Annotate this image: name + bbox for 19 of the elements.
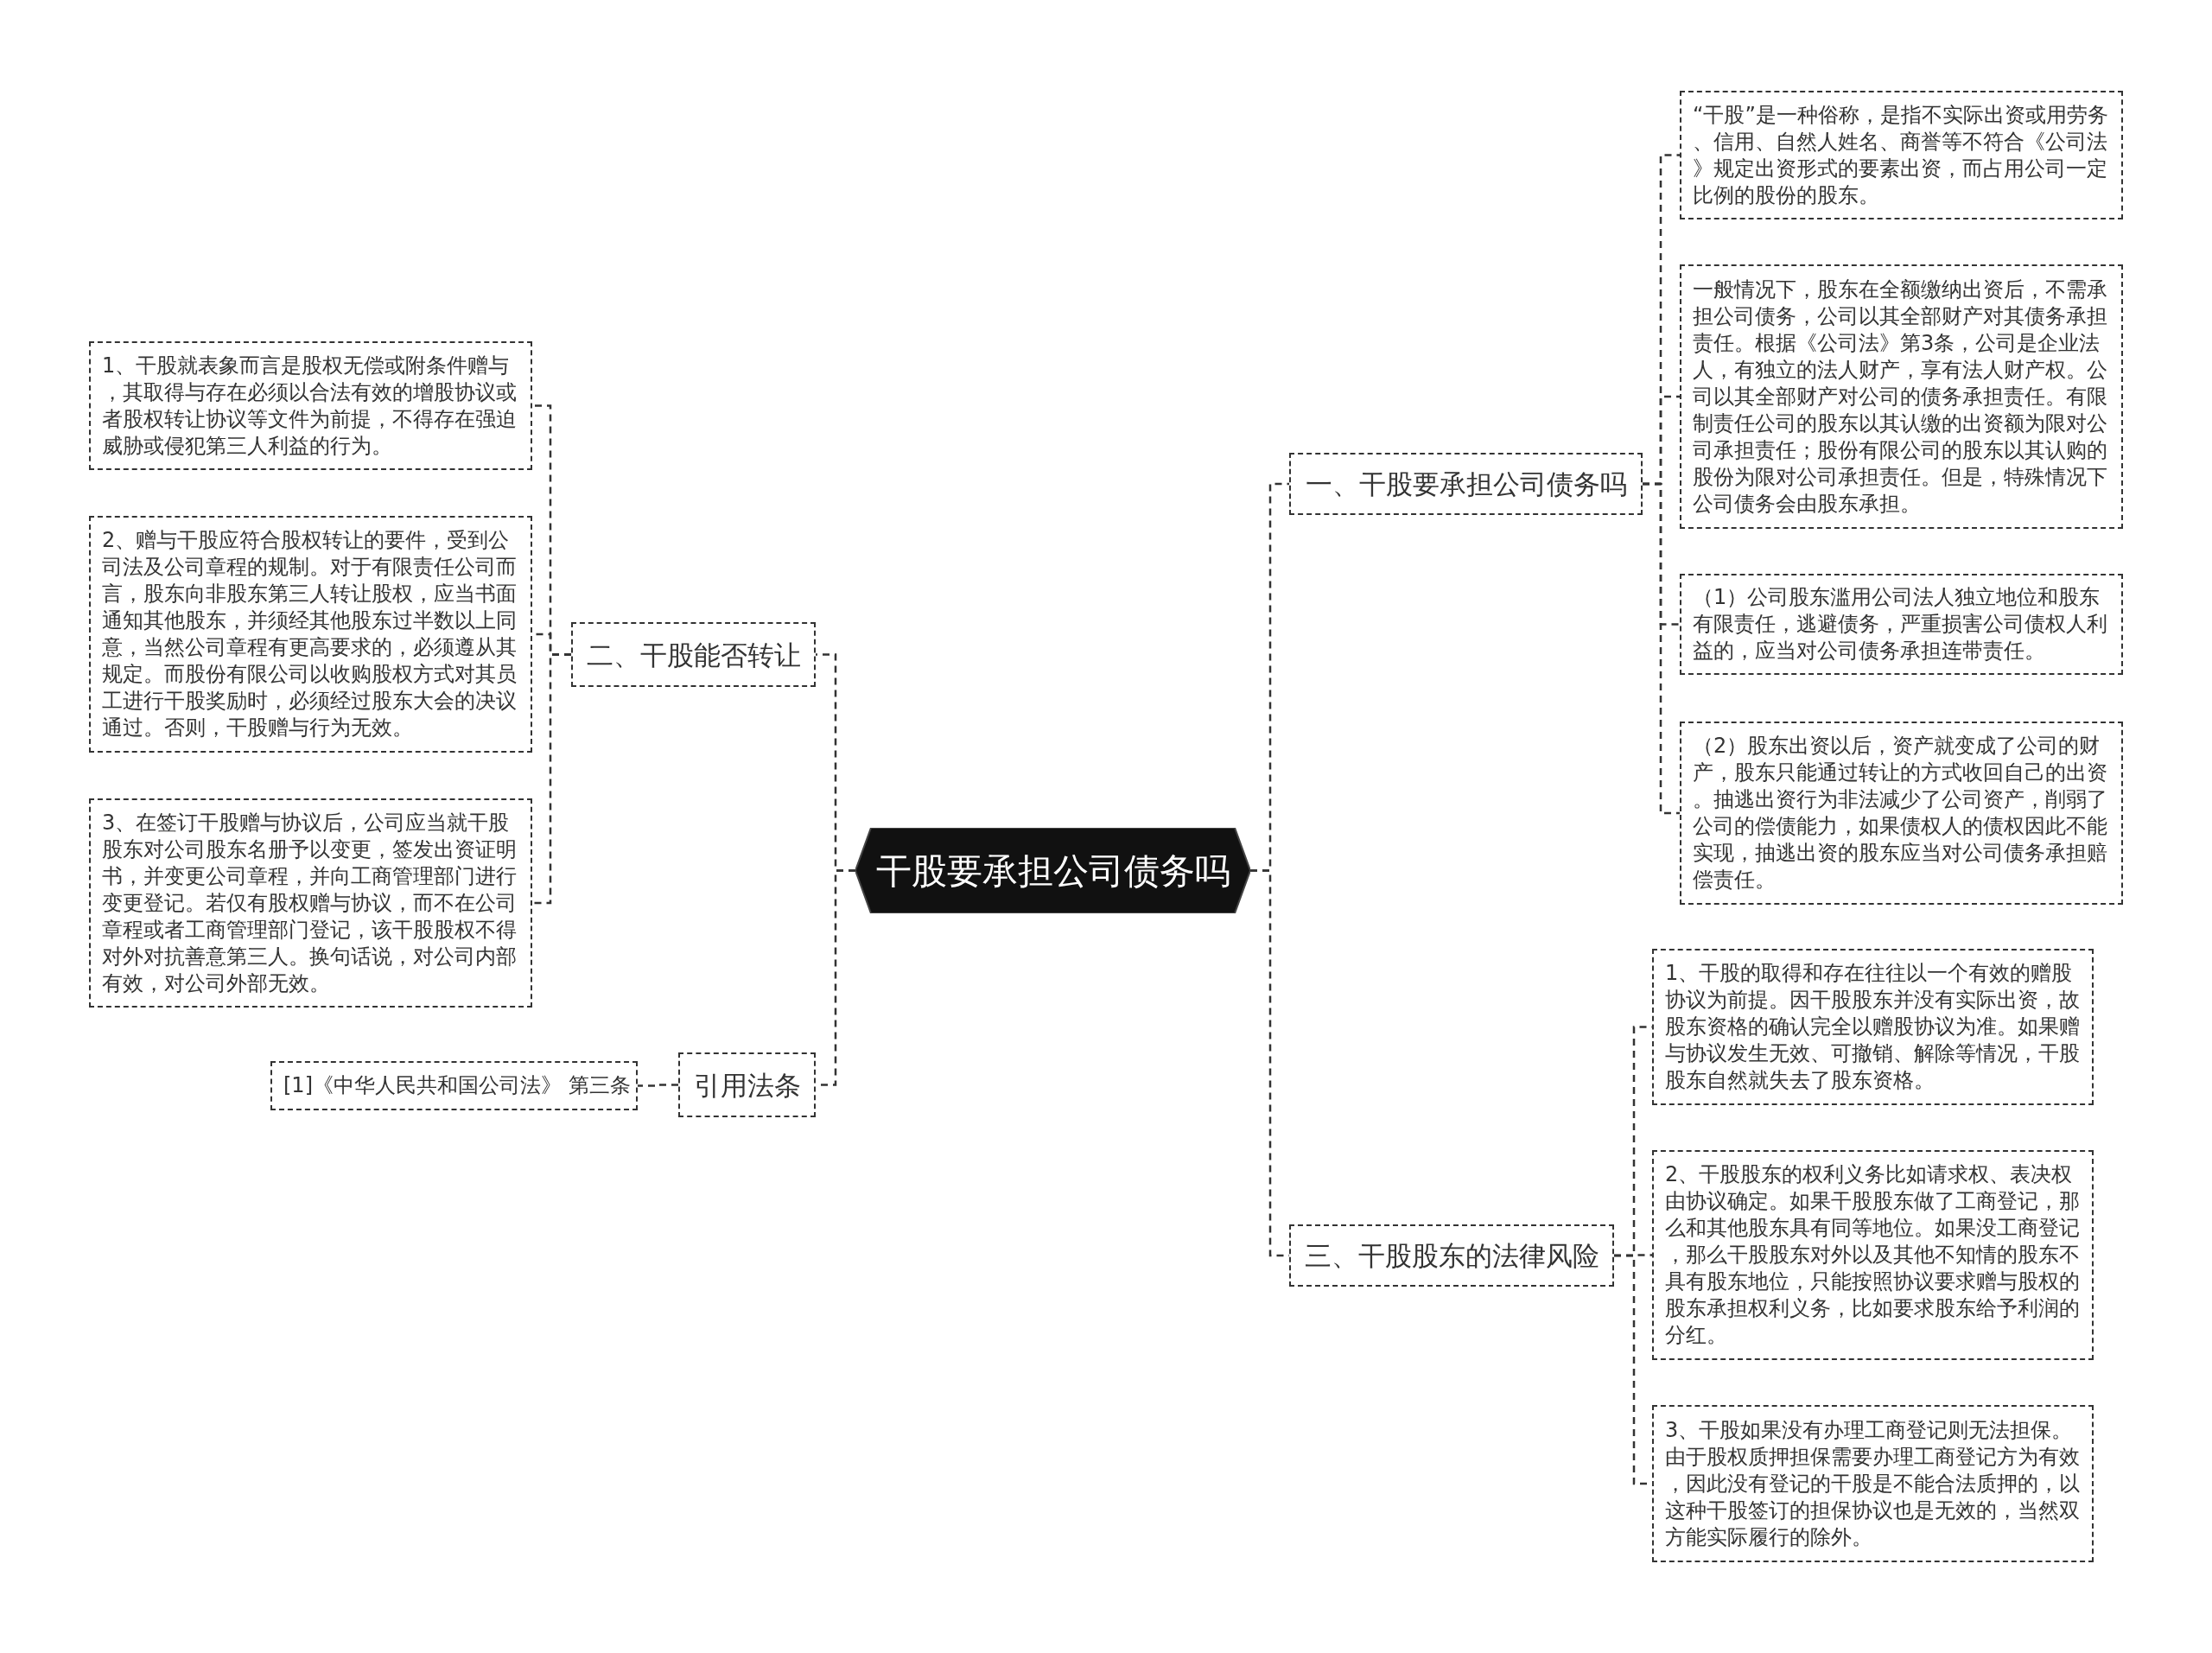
- branch-box: 一、干股要承担公司债务吗: [1289, 453, 1643, 515]
- branch-box: 二、干股能否转让: [571, 622, 816, 687]
- note-box: （1）公司股东滥用公司法人独立地位和股东有限责任，逃避债务，严重损害公司债权人利益的，应当对公司债务承担连带责任。: [1680, 574, 2123, 675]
- note-box: 2、赠与干股应符合股权转让的要件，受到公司法及公司章程的规制。对于有限责任公司而言，股东向非股东第三人转让股权，应当书面通知其他股东，并须经其他股东过半数以上同意，当然公司章程有更高要求的，必须遵从其规定。而股份有限公司以收购股权方式对其员工进行干股奖励时，必须经过股东大会的决议通过。否则，干股赠与行为无效。: [89, 516, 532, 753]
- note-box: 1、干股就表象而言是股权无偿或附条件赠与，其取得与存在必须以合法有效的增股协议或者股权转让协议等文件为前提，不得存在强迫威胁或侵犯第三人利益的行为。: [89, 341, 532, 470]
- connector-line: [638, 1084, 678, 1087]
- note-box: “干股”是一种俗称，是指不实际出资或用劳务、信用、自然人姓名、商誉等不符合《公司法》规定出资形式的要素出资，而占用公司一定比例的股份的股东。: [1680, 91, 2123, 219]
- topic-hexagon: 干股要承担公司债务吗: [855, 828, 1250, 913]
- connector-line: [532, 653, 571, 905]
- connector-line: [1643, 482, 1680, 815]
- note-box: 3、干股如果没有办理工商登记则无法担保。由于股权质押担保需要办理工商登记方为有效，因此没有登记的干股是不能合法质押的，以这种干股签订的担保协议也是无效的，当然双方能实际履行的除外。: [1652, 1405, 2094, 1562]
- note-box: 一般情况下，股东在全额缴纳出资后，不需承担公司债务，公司以其全部财产对其债务承担责任。根据《公司法》第3条，公司是企业法人，有独立的法人财产，享有法人财产权。公司以其全部财产对公司的债务承担责任。有限制责任公司的股东以其认缴的出资额为限对公司承担责任；股份有限公司的股东以其认购的股份为限对公司承担责任。但是，特殊情况下公司债务会由股东承担。: [1680, 264, 2123, 529]
- note-box: 1、干股的取得和存在往往以一个有效的赠股协议为前提。因干股股东并没有实际出资，故股东资格的确认完全以赠股协议为准。如果赠与协议发生无效、可撤销、解除等情况，干股股东自然就失去了股东资格。: [1652, 949, 2094, 1105]
- branch-box: 三、干股股东的法律风险: [1289, 1224, 1614, 1287]
- branch-box: 引用法条: [678, 1052, 816, 1117]
- note-box: 3、在签订干股赠与协议后，公司应当就干股股东对公司股东名册予以变更，签发出资证明书，并变更公司章程，并向工商管理部门进行变更登记。若仅有股权赠与协议，而不在公司章程或者工商管理部门登记，该干股股权不得对外对抗善意第三人。换句话说，对公司内部有效，对公司外部无效。: [89, 798, 532, 1008]
- citation-box: [1]《中华人民共和国公司法》 第三条: [270, 1061, 638, 1110]
- note-box: （2）股东出资以后，资产就变成了公司的财产，股东只能通过转让的方式收回自己的出资。抽逃出资行为非法减少了公司资产，削弱了公司的偿债能力，如果债权人的债权因此不能实现，抽逃出资的股东应当对公司债务承担赔偿责任。: [1680, 722, 2123, 905]
- note-box: 2、干股股东的权利义务比如请求权、表决权由协议确定。如果干股股东做了工商登记，那么和其他股东具有同等地位。如果没工商登记，那么干股股东对外以及其他不知情的股东不具有股东地位，只能按照协议要求赠与股权的股东承担权利义务，比如要求股东给予利润的分红。: [1652, 1150, 2094, 1360]
